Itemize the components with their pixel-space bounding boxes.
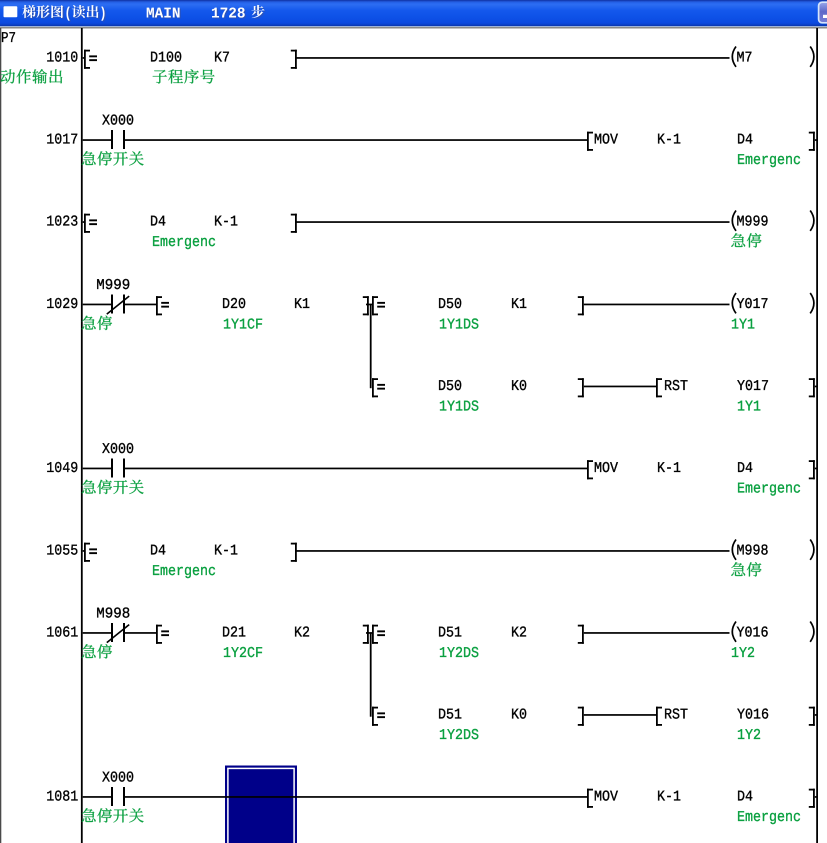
svg-text:MOV: MOV [594,789,618,806]
svg-text:RST: RST [664,707,688,724]
svg-text:Y017: Y017 [737,296,769,313]
svg-text:1728: 1728 [212,7,247,24]
svg-text:K7: K7 [214,50,230,67]
svg-text:): ) [100,6,107,23]
svg-text:D4: D4 [737,460,753,477]
svg-text:K1: K1 [294,296,310,313]
svg-text:MAIN: MAIN [146,6,181,23]
svg-text:D21: D21 [222,625,246,642]
svg-text:Emergenc: Emergenc [737,481,801,498]
svg-text:X000: X000 [102,441,134,458]
svg-text:1Y2CF: 1Y2CF [223,645,263,662]
svg-text:Y017: Y017 [737,378,769,395]
svg-text:K0: K0 [511,707,527,724]
svg-text:1055: 1055 [46,543,78,560]
svg-text:D51: D51 [438,625,462,642]
svg-text:1Y2DS: 1Y2DS [439,727,479,744]
svg-text:M7: M7 [737,50,753,67]
svg-text:1Y2DS: 1Y2DS [439,645,479,662]
svg-text:(: ( [66,7,73,24]
svg-text:Y016: Y016 [737,707,769,724]
svg-text:X000: X000 [102,113,134,130]
svg-text:K-1: K-1 [657,460,681,477]
svg-text:1Y2: 1Y2 [737,727,761,744]
svg-text:M999: M999 [96,277,130,294]
svg-text:K-1: K-1 [214,214,238,231]
svg-text:K1: K1 [511,296,527,313]
svg-text:D4: D4 [150,543,166,560]
svg-text:K-1: K-1 [657,132,681,149]
svg-text:1081: 1081 [46,789,78,806]
svg-text:X000: X000 [102,770,134,787]
svg-text:1728: 1728 [211,6,246,23]
svg-text:RST: RST [664,378,688,395]
svg-text:D100: D100 [150,50,182,67]
svg-text:D4: D4 [737,132,753,149]
svg-text:1010: 1010 [46,50,78,67]
svg-text:D4: D4 [150,214,166,231]
svg-text:D4: D4 [737,789,753,806]
svg-text:1023: 1023 [46,214,78,231]
svg-text:): ) [101,7,108,24]
svg-text:D50: D50 [438,296,462,313]
svg-text:1029: 1029 [46,296,78,313]
svg-text:Emergenc: Emergenc [152,234,216,251]
svg-text:Emergenc: Emergenc [737,809,801,826]
svg-text:1Y2: 1Y2 [731,645,755,662]
svg-text:M999: M999 [737,214,769,231]
svg-text:Y016: Y016 [737,625,769,642]
svg-text:D20: D20 [222,296,246,313]
svg-text:1049: 1049 [46,460,78,477]
svg-text:1Y1DS: 1Y1DS [439,317,479,334]
svg-text:MAIN: MAIN [147,7,182,24]
svg-text:K2: K2 [294,625,310,642]
svg-text:1Y1: 1Y1 [737,399,761,416]
svg-text:1061: 1061 [46,625,78,642]
svg-text:D50: D50 [438,378,462,395]
svg-text:MOV: MOV [594,132,618,149]
svg-text:P7: P7 [1,30,16,47]
svg-text:Emergenc: Emergenc [152,563,216,580]
svg-text:D51: D51 [438,707,462,724]
svg-text:MOV: MOV [594,460,618,477]
svg-text:M998: M998 [96,606,130,623]
svg-text:M998: M998 [737,543,769,560]
svg-text:Emergenc: Emergenc [737,152,801,169]
svg-text:K-1: K-1 [657,789,681,806]
svg-text:1Y1: 1Y1 [731,317,755,334]
svg-text:(: ( [65,6,72,23]
svg-text:K-1: K-1 [214,543,238,560]
svg-text:K2: K2 [511,625,527,642]
svg-text:1017: 1017 [46,132,78,149]
svg-text:1Y1CF: 1Y1CF [223,317,263,334]
svg-text:1Y1DS: 1Y1DS [439,399,479,416]
svg-text:K0: K0 [511,378,527,395]
